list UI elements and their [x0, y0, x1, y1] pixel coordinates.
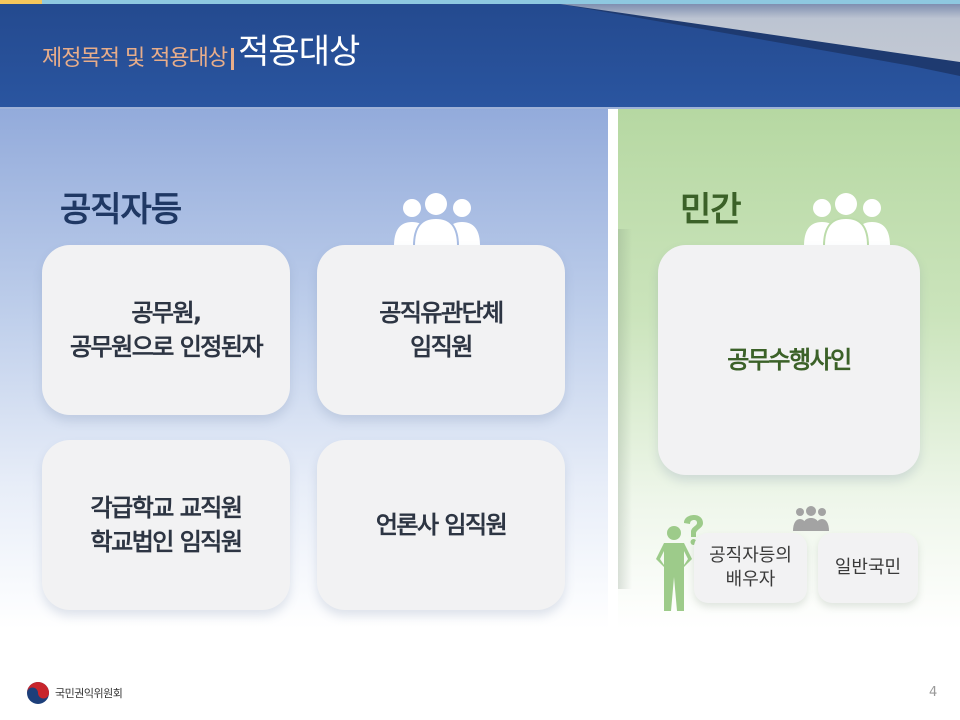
page-number: 4	[929, 685, 938, 700]
card-label: 공무원, 공무원으로 인정된자	[69, 299, 264, 361]
top-accent-blue	[42, 0, 960, 4]
card-public-officials: 공무원, 공무원으로 인정된자	[42, 245, 290, 415]
header-wedge-decoration	[560, 4, 960, 76]
breadcrumb: 제정목적 및 적용대상	[42, 46, 228, 71]
card-school-staff: 각급학교 교직원 학교법인 임직원	[42, 440, 290, 610]
card-spouse: 공직자등의 배우자	[694, 533, 807, 603]
taegeuk-logo-icon	[27, 682, 49, 704]
card-label: 공직유관단체 임직원	[379, 299, 504, 361]
card-public-duty-private: 공무수행사인	[658, 245, 920, 475]
card-press-staff: 언론사 임직원	[317, 440, 565, 610]
person-question-icon	[656, 515, 703, 611]
top-accent-yellow	[0, 0, 42, 4]
card-public-org-staff: 공직유관단체 임직원	[317, 245, 565, 415]
people-group-icon	[793, 506, 829, 531]
header-bar: 제정목적 및 적용대상 적용대상	[0, 4, 960, 107]
organization-name: 국민권익위원회	[55, 687, 123, 700]
people-group-icon	[394, 193, 480, 246]
card-label: 언론사 임직원	[375, 511, 508, 539]
card-label: 일반국민	[834, 557, 902, 578]
page-title: 적용대상	[238, 32, 360, 72]
card-label: 각급학교 교직원 학교법인 임직원	[90, 494, 243, 556]
title-separator	[231, 48, 235, 70]
card-label: 공무수행사인	[727, 346, 852, 374]
people-group-icon	[804, 193, 890, 246]
card-label: 공직자등의 배우자	[709, 545, 792, 590]
section-title-public: 공직자등	[60, 190, 182, 230]
header-divider	[0, 107, 960, 109]
section-title-private: 민간	[680, 190, 742, 230]
card-general-public: 일반국민	[818, 533, 918, 603]
header-title: 제정목적 및 적용대상 적용대상	[42, 32, 360, 72]
